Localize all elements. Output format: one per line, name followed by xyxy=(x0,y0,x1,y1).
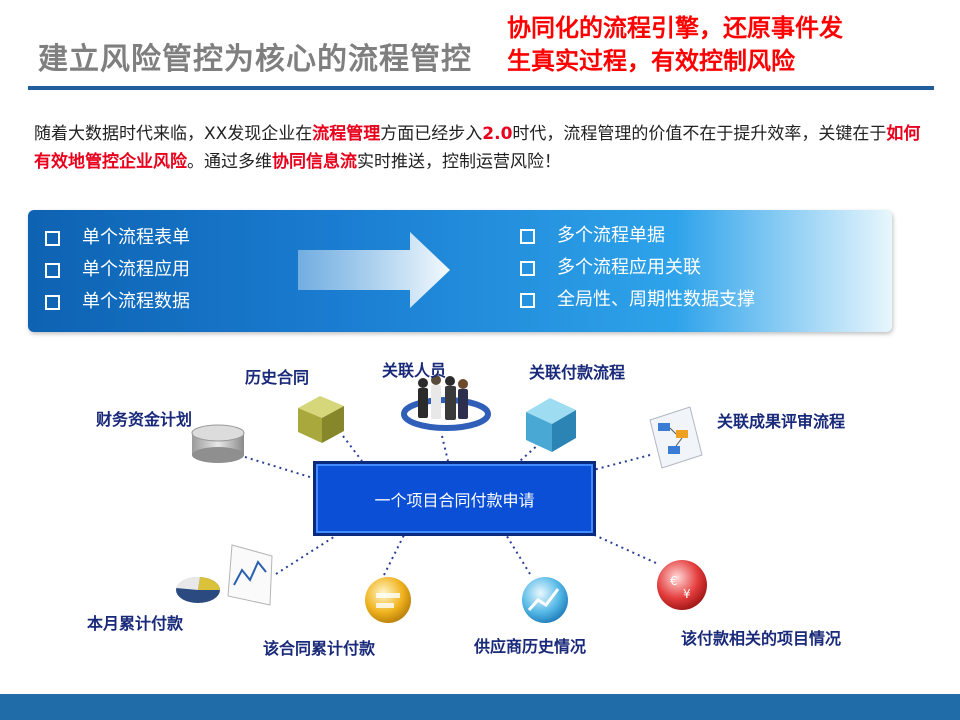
connector-contract-payment xyxy=(383,532,406,576)
intro-text-1: 随着大数据时代来临，XX发现企业在 xyxy=(34,124,313,144)
before-item: 单个流程表单 xyxy=(45,222,190,254)
pie-chart-icon xyxy=(176,576,221,603)
people-group-icon xyxy=(401,375,491,431)
intro-highlight-3: 如何有效地管控企业风险 xyxy=(34,124,921,172)
connector-related-payment-flow xyxy=(519,442,541,462)
label-related-payment-flow: 关联付款流程 xyxy=(529,363,626,382)
footer-bar xyxy=(0,694,960,720)
connector-history-contract xyxy=(342,435,363,462)
label-related-review-flow: 关联成果评审流程 xyxy=(717,412,846,431)
connector-monthly-payment xyxy=(275,532,341,575)
before-item: 单个流程数据 xyxy=(45,286,190,318)
label-history-contract: 历史合同 xyxy=(245,368,310,387)
connector-related-people xyxy=(441,435,449,462)
gold-coin-ball-icon xyxy=(365,577,411,623)
slogan-line-2: 生真实过程，有效控制风险 xyxy=(507,47,795,75)
intro-text-2: 方面已经步入 xyxy=(380,124,483,144)
label-supplier-history: 供应商历史情况 xyxy=(474,637,587,656)
checkbox-icon xyxy=(45,294,60,310)
page-title: 建立风险管控为核心的流程管控 xyxy=(38,42,472,77)
intro-text-3: 时代，流程管理的价值不在于提升效率，关键在于 xyxy=(512,124,887,144)
checkbox-icon xyxy=(45,262,60,278)
checkbox-icon xyxy=(520,228,535,244)
transition-arrow-icon xyxy=(298,232,450,308)
label-related-people: 关联人员 xyxy=(382,361,447,380)
line-chart-icon xyxy=(227,544,273,606)
label-project-info: 该付款相关的项目情况 xyxy=(681,629,842,648)
intro-text-5: 实时推送，控制运营风险！ xyxy=(357,152,561,172)
checkbox-icon xyxy=(520,260,535,276)
svg-text:€: € xyxy=(670,574,678,588)
title-divider xyxy=(28,86,934,90)
after-item: 多个流程应用关联 xyxy=(520,252,755,284)
checkbox-icon xyxy=(45,230,60,246)
connector-project-info xyxy=(589,532,657,564)
connector-related-review-flow xyxy=(592,454,651,471)
database-cylinder-icon xyxy=(191,424,245,463)
label-finance-plan: 财务资金计划 xyxy=(96,410,193,429)
after-item: 全局性、周期性数据支撑 xyxy=(520,284,755,316)
contract-cube-icon xyxy=(298,396,344,443)
label-monthly-payment: 本月累计付款 xyxy=(87,614,184,633)
payment-flow-cube-icon xyxy=(526,398,576,452)
slogan-line-1: 协同化的流程引擎，还原事件发 xyxy=(507,14,843,42)
label-contract-payment: 该合同累计付款 xyxy=(263,639,376,658)
flowchart-document-icon xyxy=(649,406,703,469)
after-item: 多个流程单据 xyxy=(520,220,755,252)
center-node-payment-request: 一个项目合同付款申请 xyxy=(313,461,596,536)
connector-finance-plan xyxy=(244,456,314,479)
comparison-banner xyxy=(28,210,892,332)
intro-highlight-2: 2.0 xyxy=(482,124,513,144)
intro-paragraph: 随着大数据时代来临，XX发现企业在流程管理方面已经步入2.0时代，流程管理的价值… xyxy=(34,120,934,176)
intro-highlight-4: 协同信息流 xyxy=(272,152,357,172)
before-item: 单个流程应用 xyxy=(45,254,190,286)
growth-chart-ball-icon xyxy=(522,577,568,623)
checkbox-icon xyxy=(520,292,535,308)
after-list: 多个流程单据 多个流程应用关联 全局性、周期性数据支撑 xyxy=(520,220,755,316)
intro-text-4: 。通过多维 xyxy=(187,152,272,172)
slogan: 协同化的流程引擎，还原事件发 生真实过程，有效控制风险 xyxy=(507,12,843,78)
before-list: 单个流程表单 单个流程应用 单个流程数据 xyxy=(45,222,190,318)
svg-text:¥: ¥ xyxy=(683,587,691,601)
currency-ball-icon: € ¥ xyxy=(657,560,707,610)
intro-highlight-1: 流程管理 xyxy=(312,124,381,144)
connector-supplier-history xyxy=(504,532,531,575)
